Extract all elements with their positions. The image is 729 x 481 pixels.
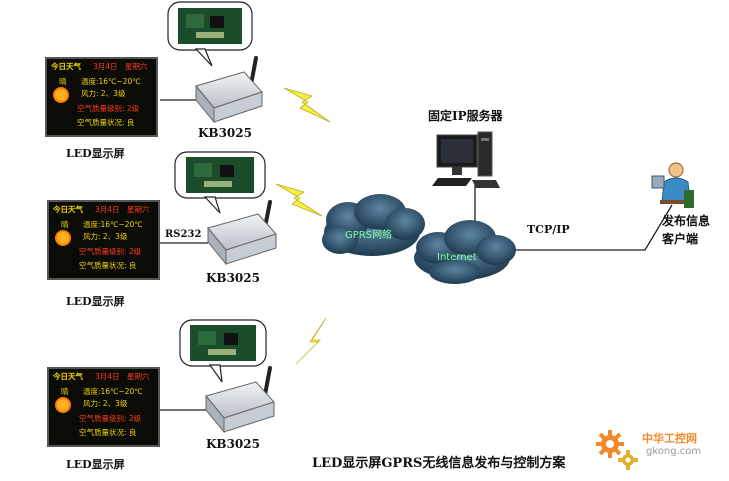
gear-icon	[596, 430, 638, 470]
led-label-3: LED显示屏	[66, 458, 125, 471]
sun-icon	[55, 89, 67, 101]
bolt-icon-1	[283, 87, 331, 123]
diagram-caption: LED显示屏GPRS无线信息发布与控制方案	[312, 456, 566, 471]
client-person-icon	[651, 162, 694, 208]
internet-client-line	[505, 204, 673, 251]
led-panel-3: 今日天气 3月4日 星期六 晴 温度:16℃~20℃ 风力: 2、3级 空气质量…	[47, 367, 160, 447]
sun-icon	[57, 232, 69, 244]
wireless-bolts	[275, 87, 331, 365]
gprs-label: GPRS网络	[345, 230, 393, 241]
bolt-icon-2	[275, 183, 323, 217]
server-computer-icon	[432, 131, 500, 188]
gprs-cloud	[322, 194, 425, 256]
led-label-1: LED显示屏	[66, 147, 125, 160]
sun-icon	[57, 399, 69, 411]
internet-cloud	[414, 220, 516, 284]
watermark-brand: 中华工控网	[642, 432, 697, 445]
led-label-2: LED显示屏	[66, 295, 125, 308]
client-label-line1: 发布信息	[662, 214, 711, 228]
bolt-icon-3	[295, 317, 327, 365]
pcb-bubble-1	[167, 1, 253, 67]
client-label-line2: 客户端	[662, 232, 699, 246]
led-panel-1: 今日天气 3月4日 星期六 晴 温度:16℃~20℃ 风力: 2、3级 空气质量…	[45, 57, 158, 137]
protocol-label: TCP/IP	[527, 223, 570, 236]
router-1	[195, 56, 263, 124]
router-label-1: KB3025	[198, 126, 252, 140]
led-panel-2: 今日天气 3月4日 星期六 晴 温度:16℃~20℃ 风力: 2、3级 空气质量…	[47, 200, 160, 280]
port-label: RS232	[165, 229, 202, 240]
server-label: 固定IP服务器	[428, 109, 503, 123]
internet-label: Internet	[437, 252, 477, 263]
watermark: 中华工控网 gkong.com	[596, 426, 721, 474]
router-label-3: KB3025	[206, 437, 260, 451]
pcb-bubble-3	[179, 319, 267, 383]
router-2	[207, 200, 277, 266]
pcb-bubble-2	[174, 151, 266, 214]
router-label-2: KB3025	[206, 271, 260, 285]
watermark-domain: gkong.com	[646, 446, 702, 457]
router-3	[205, 366, 275, 434]
